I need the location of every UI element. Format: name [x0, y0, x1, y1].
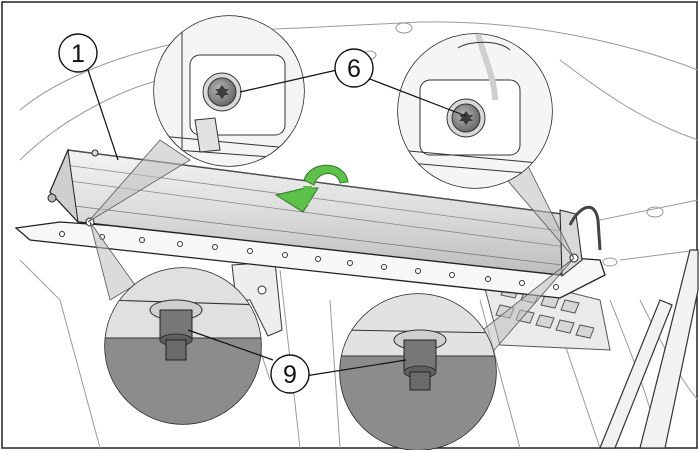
detail-view-bottom-right	[339, 293, 497, 450]
torx-bolt-icon	[446, 98, 486, 138]
callout-6-label: 6	[347, 55, 361, 83]
roof-plate-rivets	[59, 231, 559, 290]
roof-plate	[14, 221, 606, 299]
callout-1: 1	[58, 33, 98, 73]
power-cable	[568, 206, 602, 251]
curved-arrow-icon	[274, 164, 349, 213]
leader-line-1	[87, 69, 119, 161]
detail-view-top-left	[153, 15, 305, 167]
callout-9-label: 9	[283, 361, 297, 389]
leader-line-6-left	[239, 69, 338, 93]
callout-6: 6	[334, 48, 374, 88]
roll-cage-tube	[599, 249, 699, 449]
torx-bolt-icon	[202, 72, 242, 112]
leader-line-9-right	[304, 359, 407, 377]
leader-line-6-right	[361, 75, 467, 117]
callout-1-label: 1	[71, 40, 85, 68]
callout-9: 9	[270, 354, 310, 394]
callout-leader-lines	[87, 69, 467, 377]
leader-line-9-left	[187, 329, 274, 361]
detail-view-top-right	[397, 33, 553, 189]
